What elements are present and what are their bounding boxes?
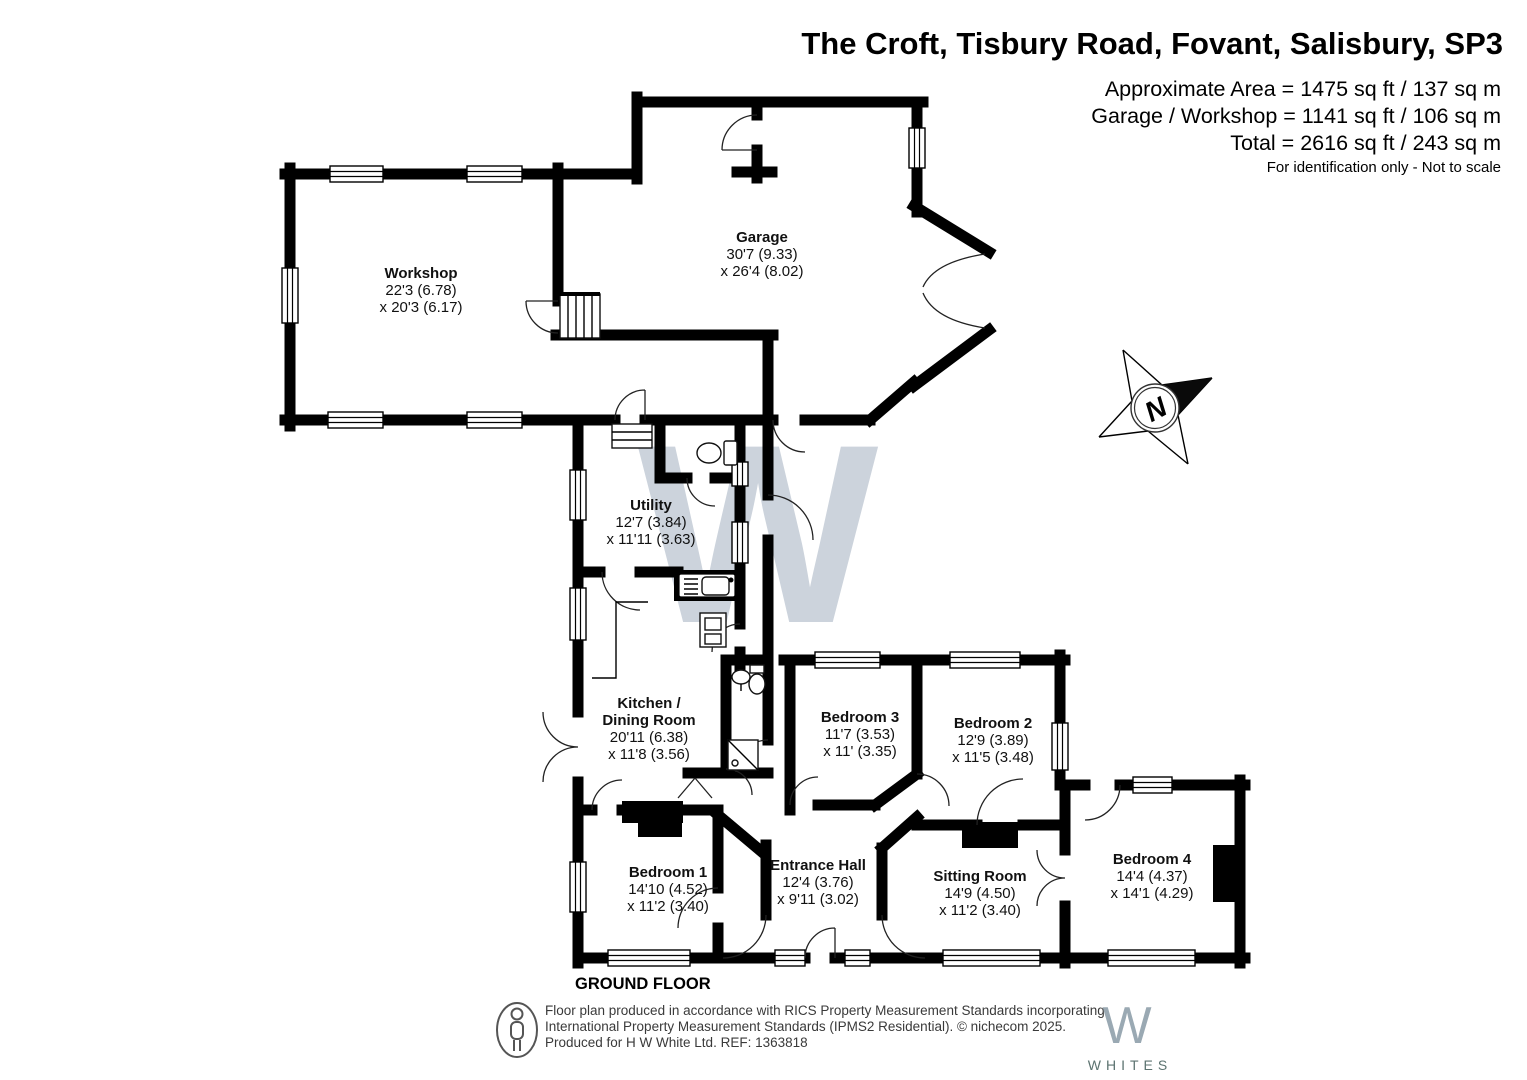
svg-text:30'7 (9.33): 30'7 (9.33) — [726, 246, 797, 263]
room-label-bedroom3: Bedroom 3 — [821, 709, 899, 726]
svg-text:x 11'11 (3.63): x 11'11 (3.63) — [606, 531, 695, 548]
room-label-kitchen: Kitchen / — [617, 695, 681, 712]
basin — [731, 669, 751, 691]
window — [569, 861, 587, 913]
utility-appliance — [611, 423, 653, 449]
room-label-utility: Utility — [630, 497, 672, 514]
room-label-workshop: Workshop — [384, 265, 457, 282]
room-label-entrance-hall: Entrance Hall — [770, 857, 866, 874]
window — [844, 949, 871, 967]
approximate-area: Approximate Area = 1475 sq ft / 137 sq m — [1105, 77, 1501, 101]
svg-text:12'9 (3.89): 12'9 (3.89) — [957, 732, 1028, 749]
svg-text:11'7 (3.53): 11'7 (3.53) — [825, 726, 895, 743]
room-label-bedroom1: Bedroom 1 — [629, 864, 707, 881]
svg-text:x 11'2 (3.40): x 11'2 (3.40) — [939, 902, 1021, 919]
room-label-sitting-room: Sitting Room — [933, 868, 1026, 885]
window — [569, 587, 587, 641]
window — [466, 411, 523, 429]
room-label-bedroom2: Bedroom 2 — [954, 715, 1032, 732]
chimney-bedroom1 — [622, 801, 683, 823]
svg-text:14'9 (4.50): 14'9 (4.50) — [944, 885, 1015, 902]
windows — [281, 127, 1196, 967]
whites-logo-name: WHITES — [1088, 1057, 1172, 1073]
kitchen-counter — [592, 601, 648, 679]
svg-text:x 11' (3.35): x 11' (3.35) — [823, 743, 896, 760]
svg-text:14'4 (4.37): 14'4 (4.37) — [1116, 868, 1187, 885]
toilet — [748, 664, 766, 695]
header: The Croft, Tisbury Road, Fovant, Salisbu… — [801, 26, 1503, 176]
shower-tray — [727, 739, 759, 771]
identification-note: For identification only - Not to scale — [1267, 159, 1501, 176]
footer: GROUND FLOOR Floor plan produced in acco… — [496, 975, 1172, 1073]
footer-line-3: Produced for H W White Ltd. REF: 1363818 — [545, 1035, 808, 1050]
window — [942, 949, 1041, 967]
svg-text:x 11'5 (3.48): x 11'5 (3.48) — [952, 749, 1034, 766]
svg-text:Dining Room: Dining Room — [602, 712, 695, 729]
svg-text:12'4 (3.76): 12'4 (3.76) — [782, 874, 853, 891]
window — [774, 949, 806, 967]
fireplace-sitting-room — [962, 822, 1018, 848]
svg-text:22'3 (6.78): 22'3 (6.78) — [385, 282, 456, 299]
window — [731, 521, 749, 564]
compass: N — [1098, 349, 1213, 465]
room-label-bedroom4: Bedroom 4 — [1113, 851, 1192, 868]
garage-workshop-area: Garage / Workshop = 1141 sq ft / 106 sq … — [1091, 104, 1501, 128]
svg-text:x 20'3 (6.17): x 20'3 (6.17) — [380, 299, 463, 316]
window — [1051, 722, 1069, 771]
svg-text:x 11'8 (3.56): x 11'8 (3.56) — [608, 746, 690, 763]
window — [607, 949, 691, 967]
whites-logo-w: W — [1102, 997, 1151, 1055]
window — [949, 651, 1021, 669]
window — [908, 127, 926, 169]
toilet — [696, 440, 738, 466]
stairs — [558, 292, 601, 339]
svg-text:x 9'11 (3.02): x 9'11 (3.02) — [777, 891, 859, 908]
window — [1132, 776, 1173, 794]
window — [466, 165, 523, 183]
chimney-bedroom1-hearth — [638, 823, 682, 837]
svg-text:x 11'2 (3.40): x 11'2 (3.40) — [627, 898, 709, 915]
total-area: Total = 2616 sq ft / 243 sq m — [1230, 131, 1501, 155]
window — [731, 461, 749, 487]
footer-line-1: Floor plan produced in accordance with R… — [545, 1003, 1105, 1018]
utility-sink — [674, 570, 740, 601]
floor-label: GROUND FLOOR — [575, 975, 711, 993]
window — [1107, 949, 1196, 967]
page-title: The Croft, Tisbury Road, Fovant, Salisbu… — [801, 26, 1503, 61]
svg-text:20'11 (6.38): 20'11 (6.38) — [610, 729, 688, 746]
chimney-bedroom4 — [1213, 845, 1240, 902]
window — [569, 469, 587, 521]
window — [814, 651, 881, 669]
window — [327, 411, 384, 429]
fixtures — [592, 423, 766, 771]
watermark-w: W — [638, 392, 879, 677]
window — [329, 165, 384, 183]
person-icon — [496, 1002, 538, 1058]
svg-text:x 14'1 (4.29): x 14'1 (4.29) — [1111, 885, 1194, 902]
svg-text:12'7 (3.84): 12'7 (3.84) — [615, 514, 686, 531]
svg-text:x 26'4 (8.02): x 26'4 (8.02) — [721, 263, 804, 280]
whites-logo: W WHITES — [1088, 997, 1172, 1073]
room-label-garage: Garage — [736, 229, 788, 246]
svg-text:14'10 (4.52): 14'10 (4.52) — [628, 881, 708, 898]
footer-line-2: International Property Measurement Stand… — [545, 1019, 1066, 1034]
kitchen-oven — [699, 612, 727, 648]
window — [281, 267, 299, 324]
room-labels: Workshop 22'3 (6.78) x 20'3 (6.17) Garag… — [380, 229, 1194, 919]
